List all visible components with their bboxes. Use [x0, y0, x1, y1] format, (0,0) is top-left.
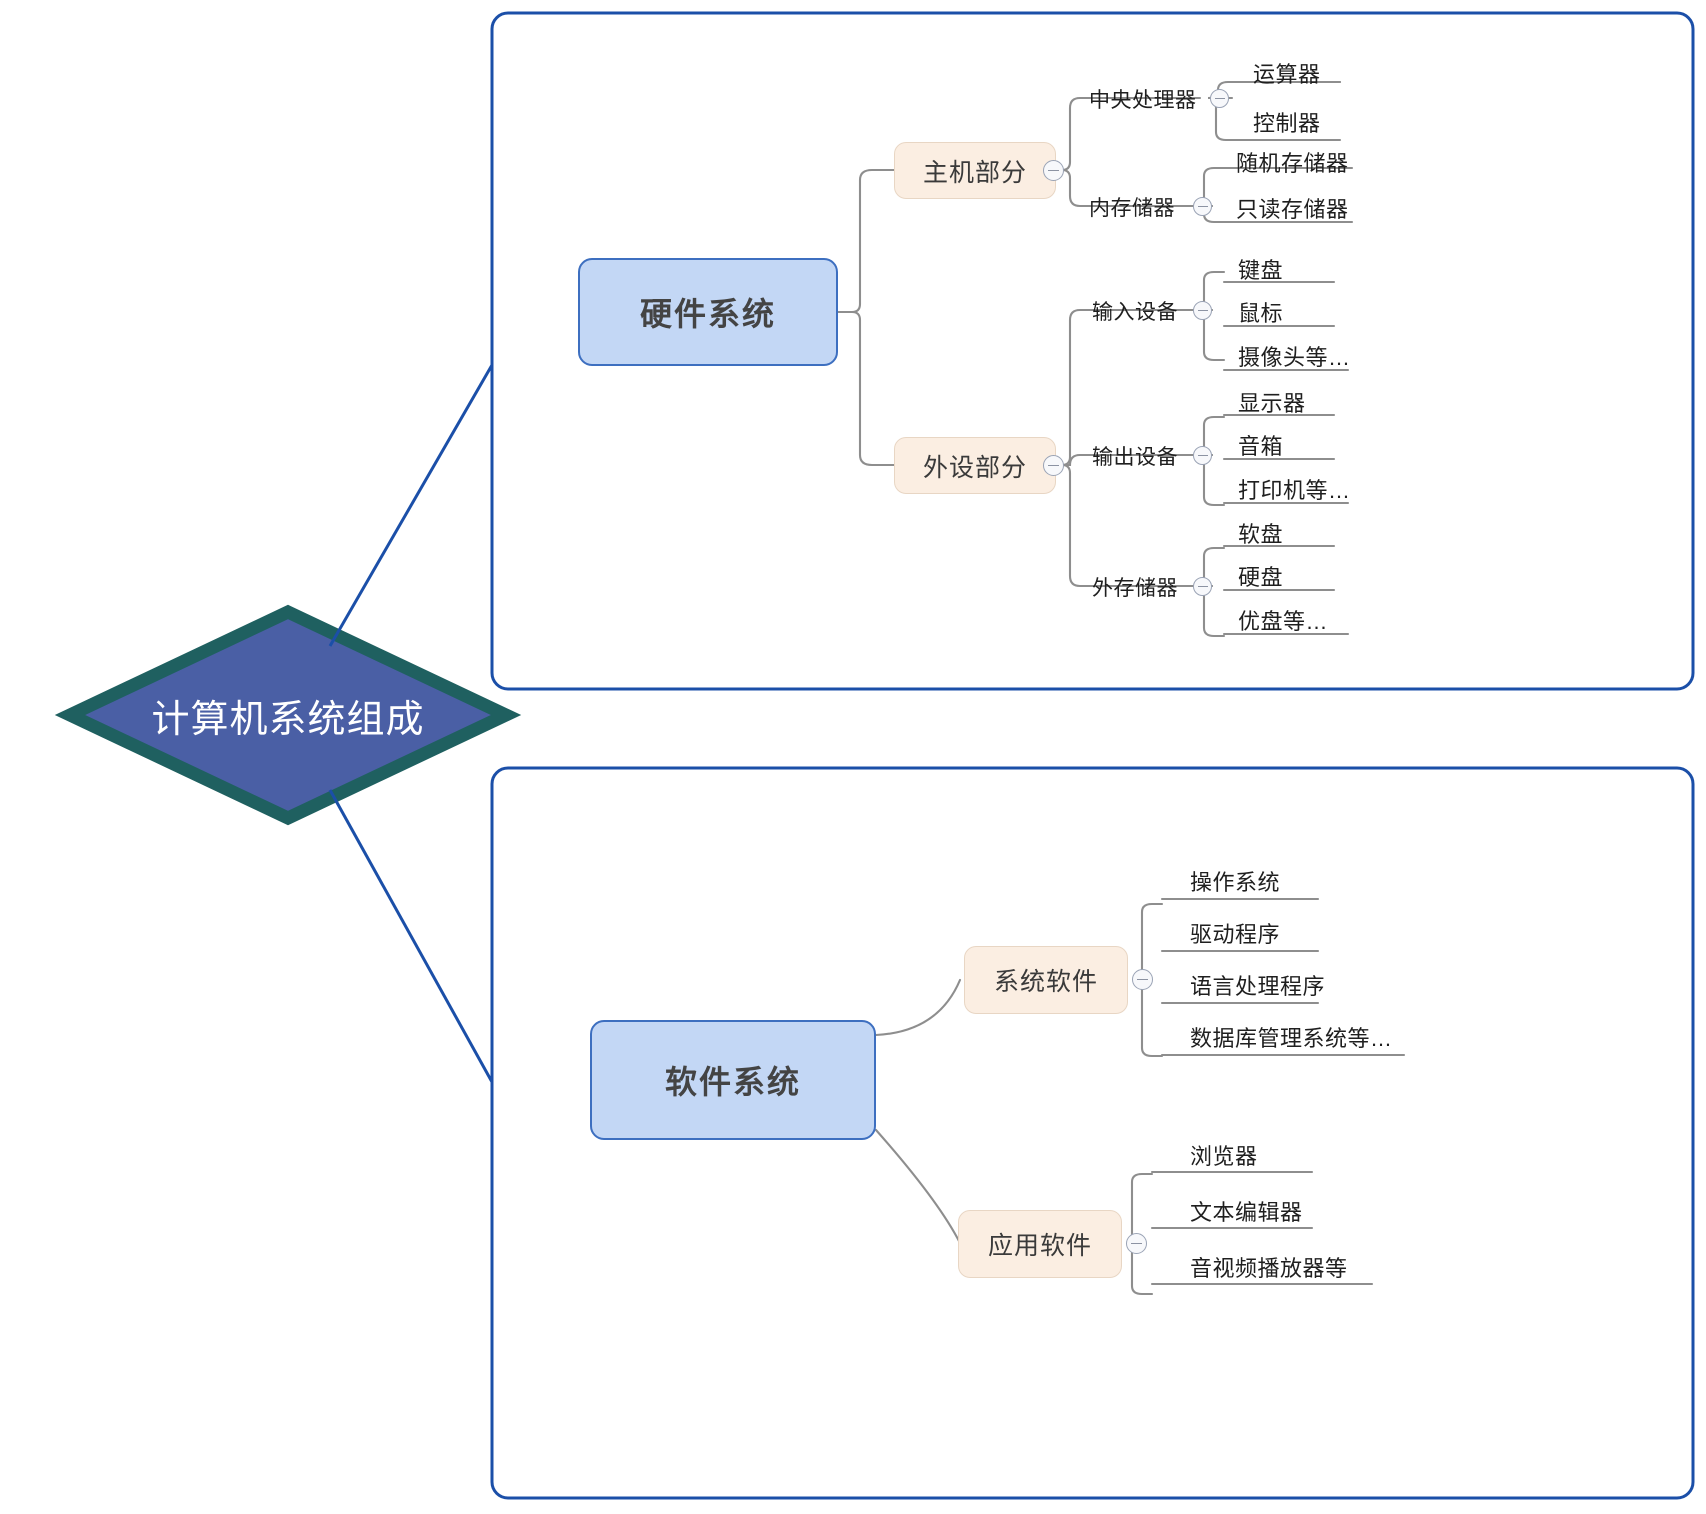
leaf-floppy-disk[interactable]: 软盘	[1238, 519, 1418, 547]
node-system-software-label: 系统软件	[993, 968, 1098, 996]
leaf-text-editor[interactable]: 文本编辑器	[1190, 1196, 1490, 1226]
leaf-hard-disk-label: 硬盘	[1238, 565, 1284, 590]
collapse-minus-icon-peripheral-part[interactable]	[1043, 455, 1064, 476]
leaf-monitor-label: 显示器	[1238, 391, 1306, 416]
node-memory-label: 内存储器	[1089, 197, 1175, 220]
root-node[interactable]: 计算机系统组成	[68, 610, 508, 820]
node-output-device[interactable]: 输出设备	[1092, 441, 1202, 471]
node-peripheral-part[interactable]: 外设部分	[894, 437, 1056, 494]
leaf-media-player[interactable]: 音视频播放器等	[1190, 1252, 1510, 1282]
collapse-minus-icon-input-device[interactable]	[1193, 301, 1212, 320]
node-cpu[interactable]: 中央处理器	[1089, 84, 1204, 114]
node-memory[interactable]: 内存储器	[1089, 192, 1204, 222]
leaf-speaker-label: 音箱	[1238, 434, 1284, 459]
root-to-software-link	[328, 789, 494, 1083]
leaf-usb-drive-label: 优盘等…	[1238, 609, 1329, 634]
leaf-browser[interactable]: 浏览器	[1190, 1140, 1490, 1170]
root-node-label: 计算机系统组成	[151, 698, 425, 741]
link-periph-to-storage	[1054, 463, 1202, 588]
leaf-media-player-label: 音视频播放器等	[1190, 1256, 1348, 1281]
link-system-branch2	[1140, 978, 1164, 1058]
link-hw-to-host	[836, 168, 896, 314]
collapse-minus-icon-external-storage[interactable]	[1193, 577, 1212, 596]
collapse-minus-icon-memory[interactable]	[1193, 197, 1212, 216]
leaf-language-processor[interactable]: 语言处理程序	[1190, 970, 1490, 1000]
link-hw-to-periph	[836, 310, 896, 467]
leaf-driver-program-label: 驱动程序	[1190, 922, 1281, 947]
collapse-minus-icon-host-part[interactable]	[1043, 160, 1064, 181]
node-external-storage[interactable]: 外存储器	[1092, 572, 1202, 602]
leaf-rom[interactable]: 只读存储器	[1236, 194, 1426, 222]
link-sw-to-system	[874, 978, 962, 1037]
leaf-database-management-label: 数据库管理系统等…	[1190, 1026, 1393, 1051]
leaf-driver-program[interactable]: 驱动程序	[1190, 918, 1490, 948]
leaf-controller[interactable]: 控制器	[1253, 108, 1423, 136]
leaf-rom-label: 只读存储器	[1236, 197, 1349, 222]
collapse-minus-icon-output-device[interactable]	[1193, 446, 1212, 465]
leaf-controller-label: 控制器	[1253, 111, 1321, 136]
node-application-software-label: 应用软件	[987, 1232, 1092, 1260]
leaf-usb-drive[interactable]: 优盘等…	[1238, 606, 1418, 634]
node-input-device-label: 输入设备	[1092, 301, 1178, 324]
collapse-minus-icon-application-software[interactable]	[1126, 1233, 1147, 1254]
leaf-ram[interactable]: 随机存储器	[1236, 148, 1426, 176]
link-sw-to-app	[874, 1128, 962, 1245]
leaf-text-editor-label: 文本编辑器	[1190, 1200, 1303, 1225]
node-system-software[interactable]: 系统软件	[964, 946, 1128, 1014]
node-hardware-system[interactable]: 硬件系统	[578, 258, 838, 366]
leaf-operating-system-label: 操作系统	[1190, 870, 1281, 895]
leaf-language-processor-label: 语言处理程序	[1190, 974, 1326, 999]
node-external-storage-label: 外存储器	[1092, 577, 1178, 600]
node-input-device[interactable]: 输入设备	[1092, 296, 1202, 326]
leaf-camera[interactable]: 摄像头等…	[1238, 342, 1418, 370]
node-software-system[interactable]: 软件系统	[590, 1020, 876, 1140]
leaf-browser-label: 浏览器	[1190, 1144, 1258, 1169]
leaf-camera-label: 摄像头等…	[1238, 345, 1351, 370]
leaf-keyboard-label: 键盘	[1238, 258, 1284, 283]
node-output-device-label: 输出设备	[1092, 446, 1178, 469]
root-to-hardware-link	[328, 364, 494, 647]
leaf-hard-disk[interactable]: 硬盘	[1238, 562, 1418, 590]
node-host-part-label: 主机部分	[922, 158, 1027, 187]
node-hardware-system-label: 硬件系统	[639, 296, 776, 332]
leaf-printer[interactable]: 打印机等…	[1238, 475, 1418, 503]
collapse-minus-icon-system-software[interactable]	[1132, 969, 1153, 990]
leaf-mouse-label: 鼠标	[1238, 301, 1284, 326]
leaf-keyboard[interactable]: 键盘	[1238, 255, 1418, 283]
node-peripheral-part-label: 外设部分	[922, 453, 1027, 482]
node-cpu-label: 中央处理器	[1089, 89, 1197, 112]
node-software-system-label: 软件系统	[664, 1064, 801, 1100]
leaf-database-management[interactable]: 数据库管理系统等…	[1190, 1022, 1510, 1052]
leaf-floppy-disk-label: 软盘	[1238, 522, 1284, 547]
leaf-mouse[interactable]: 鼠标	[1238, 298, 1418, 326]
leaf-monitor[interactable]: 显示器	[1238, 388, 1418, 416]
leaf-printer-label: 打印机等…	[1238, 478, 1351, 503]
collapse-minus-icon-cpu[interactable]	[1210, 89, 1229, 108]
node-host-part[interactable]: 主机部分	[894, 142, 1056, 199]
leaf-alu[interactable]: 运算器	[1253, 59, 1423, 87]
node-application-software[interactable]: 应用软件	[958, 1210, 1122, 1278]
leaf-alu-label: 运算器	[1253, 62, 1321, 87]
leaf-speaker[interactable]: 音箱	[1238, 431, 1418, 459]
leaf-operating-system[interactable]: 操作系统	[1190, 866, 1490, 896]
leaf-ram-label: 随机存储器	[1236, 151, 1349, 176]
